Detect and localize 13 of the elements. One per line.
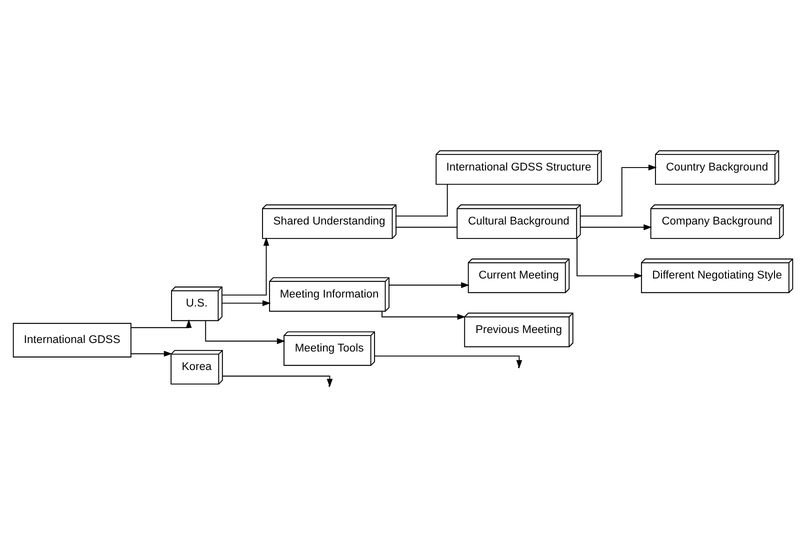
arrow [580,224,652,230]
arrow [222,300,271,306]
arrow [576,238,643,279]
arrow [580,164,657,217]
arrow [388,282,470,288]
arrow [130,319,192,328]
connector [396,184,448,217]
arrow [222,237,270,296]
arrow [382,310,466,320]
connector [396,226,458,228]
node-box: International GDSS [12,322,132,358]
arrow [130,350,172,357]
arrow [205,320,286,344]
